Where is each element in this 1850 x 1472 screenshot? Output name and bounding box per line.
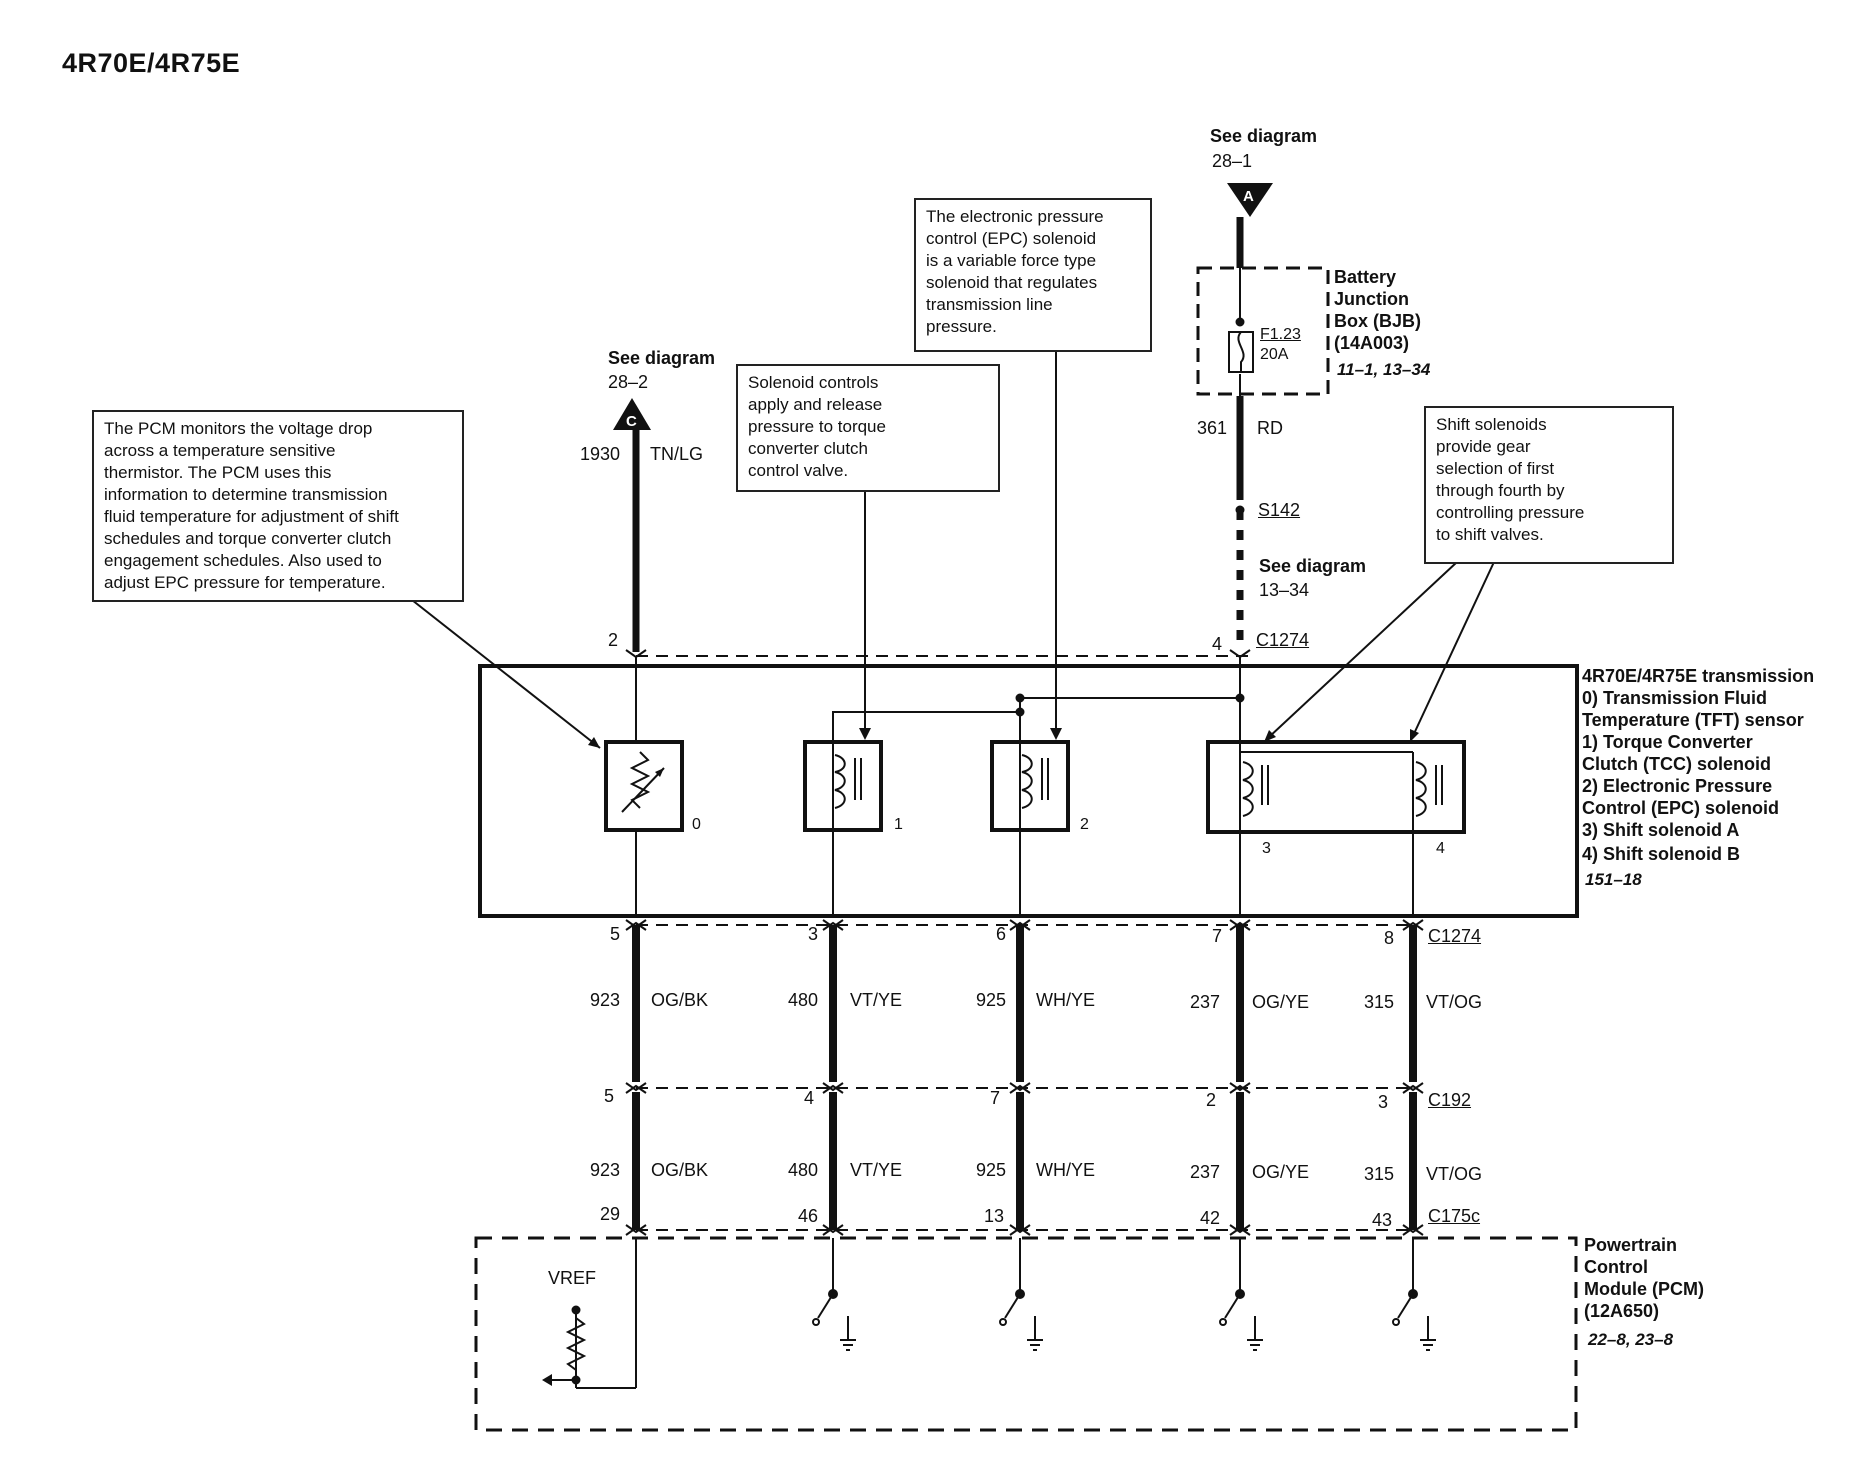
- transmission-box: [478, 664, 1579, 918]
- c1274-top-label: C1274: [1256, 630, 1310, 650]
- legend-line-3: Clutch (TCC) solenoid: [1582, 754, 1771, 774]
- see-diagram-c-label: See diagram: [608, 348, 716, 368]
- c192-pin: 4: [804, 1088, 815, 1108]
- legend-line-4: 2) Electronic Pressure: [1582, 776, 1773, 796]
- note-shift: Shift solenoids provide gear selection o…: [1424, 406, 1674, 564]
- component-num-0: 0: [692, 816, 701, 833]
- shift-solenoids: [1206, 740, 1466, 834]
- wire-925-circuit: 925: [976, 990, 1007, 1010]
- c175c-pin: 29: [600, 1204, 621, 1224]
- tcc-solenoid: [803, 740, 883, 832]
- pcm-pages: 22–8, 23–8: [1588, 1330, 1674, 1349]
- c175c-pin: 43: [1372, 1210, 1393, 1230]
- wire-1930-color: TN/LG: [650, 444, 704, 464]
- wire-923-circuit: 923: [590, 990, 621, 1010]
- transmission-name: 4R70E/4R75E transmission: [1582, 666, 1815, 686]
- connector-a-letter: A: [1243, 188, 1254, 205]
- splice-s142-dot: [1235, 505, 1245, 515]
- fuse-rating: 20A: [1260, 346, 1289, 363]
- legend-line-1: Temperature (TFT) sensor: [1582, 710, 1804, 730]
- pcm-label: Powertrain Control Module (PCM) (12A650): [1584, 1235, 1704, 1321]
- bjb-label: Battery Junction Box (BJB) (14A003): [1334, 267, 1422, 353]
- wire-480-color-lower: VT/YE: [850, 1160, 903, 1180]
- c1274-top-pin-2: 2: [608, 630, 619, 650]
- wire-923-color-lower: OG/BK: [651, 1160, 709, 1180]
- note-pcm-tft: The PCM monitors the voltage drop across…: [92, 410, 464, 602]
- fuse-id: F1.23: [1260, 326, 1301, 343]
- pcm-box: [474, 1236, 1578, 1432]
- note-epc: The electronic pressure control (EPC) so…: [914, 198, 1152, 352]
- legend-line-5: Control (EPC) solenoid: [1582, 798, 1779, 818]
- connector-c-arrow: [613, 398, 651, 430]
- wire-237-color-lower: OG/YE: [1252, 1162, 1310, 1182]
- wire-361-circuit: 361: [1197, 418, 1228, 438]
- connector-a-arrow: [1227, 183, 1273, 217]
- wire-923-color: OG/BK: [651, 990, 709, 1010]
- c192-label: C192: [1428, 1090, 1472, 1110]
- see-diagram-s-label: See diagram: [1259, 556, 1367, 576]
- c1274-bottom-label: C1274: [1428, 926, 1482, 946]
- wire-315-color-lower: VT/OG: [1426, 1164, 1483, 1184]
- vref-label: VREF: [548, 1268, 597, 1288]
- c192-pin: 7: [990, 1088, 1001, 1108]
- wire-925-color: WH/YE: [1036, 990, 1096, 1010]
- c1274-pin: 5: [610, 924, 621, 944]
- c192-pin: 5: [604, 1086, 615, 1106]
- wire-480-color: VT/YE: [850, 990, 903, 1010]
- wire-237-color: OG/YE: [1252, 992, 1310, 1012]
- bjb-box: [1196, 266, 1330, 396]
- wire-480-circuit: 480: [788, 990, 819, 1010]
- transmission-page: 151–18: [1585, 870, 1642, 889]
- c175c-pin: 13: [984, 1206, 1005, 1226]
- wire-237-circuit-lower: 237: [1190, 1162, 1221, 1182]
- wire-925-color-lower: WH/YE: [1036, 1160, 1096, 1180]
- see-diagram-a-ref: 28–1: [1212, 151, 1253, 171]
- c175c-pin: 46: [798, 1206, 819, 1226]
- component-num-3: 3: [1262, 840, 1271, 857]
- c1274-pin: 8: [1384, 928, 1395, 948]
- wire-925-circuit-lower: 925: [976, 1160, 1007, 1180]
- c175c-pin: 42: [1200, 1208, 1221, 1228]
- legend-line-6: 3) Shift solenoid A: [1582, 820, 1740, 840]
- wire-480-circuit-lower: 480: [788, 1160, 819, 1180]
- c1274-pin: 3: [808, 924, 819, 944]
- wire-361-color: RD: [1257, 418, 1283, 438]
- c1274-pin: 6: [996, 924, 1007, 944]
- see-diagram-a-label: See diagram: [1210, 126, 1318, 146]
- wire-1930-circuit: 1930: [580, 444, 621, 464]
- legend-line-7: 4) Shift solenoid B: [1582, 844, 1741, 864]
- component-num-2: 2: [1080, 816, 1089, 833]
- wire-923-circuit-lower: 923: [590, 1160, 621, 1180]
- note-tcc: Solenoid controls apply and release pres…: [736, 364, 1000, 492]
- c192-pin: 2: [1206, 1090, 1217, 1110]
- wire-315-circuit: 315: [1364, 992, 1395, 1012]
- splice-s142-label: S142: [1258, 500, 1301, 520]
- c1274-top-pin-4: 4: [1212, 634, 1223, 654]
- tft-sensor: [604, 740, 684, 832]
- component-num-4: 4: [1436, 840, 1445, 857]
- wire-315-color: VT/OG: [1426, 992, 1483, 1012]
- legend-line-0: 0) Transmission Fluid: [1582, 688, 1768, 708]
- c175c-label: C175c: [1428, 1206, 1481, 1226]
- page-title: 4R70E/4R75E: [62, 48, 241, 78]
- bjb-pages: 11–1, 13–34: [1337, 360, 1431, 379]
- see-diagram-c-ref: 28–2: [608, 372, 649, 392]
- connector-c-letter: C: [626, 413, 637, 430]
- legend-line-2: 1) Torque Converter: [1582, 732, 1753, 752]
- component-num-1: 1: [894, 816, 903, 833]
- wire-237-circuit: 237: [1190, 992, 1221, 1012]
- wire-315-circuit-lower: 315: [1364, 1164, 1395, 1184]
- c1274-pin: 7: [1212, 926, 1223, 946]
- epc-solenoid: [990, 740, 1070, 832]
- c192-pin: 3: [1378, 1092, 1389, 1112]
- see-diagram-s-ref: 13–34: [1259, 580, 1310, 600]
